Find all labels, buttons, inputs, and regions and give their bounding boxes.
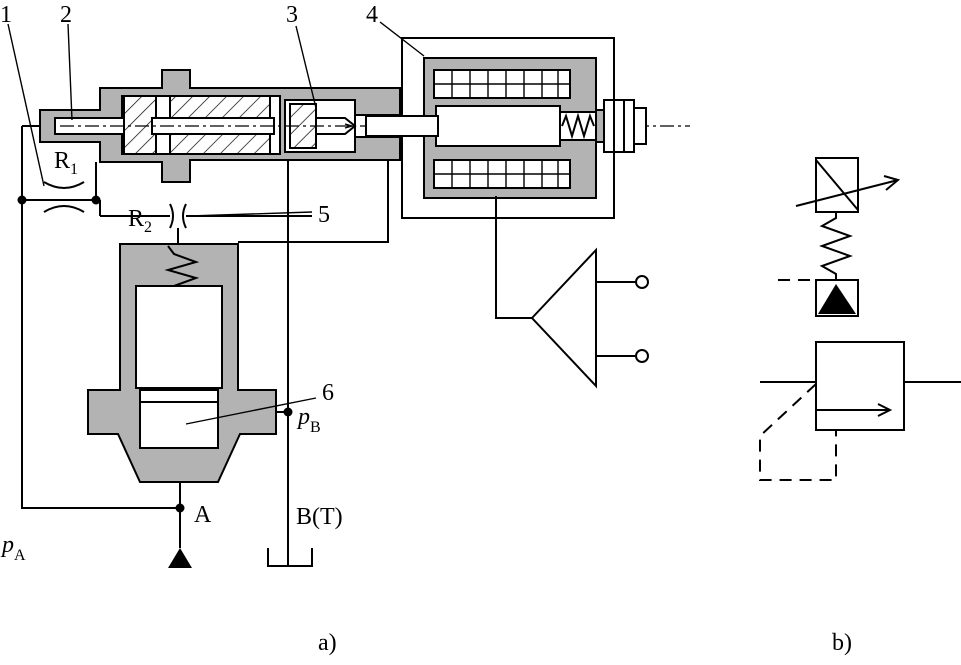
pressure-source-triangle: [168, 548, 192, 568]
label-2: 2: [60, 2, 72, 28]
label-pb: pB: [296, 404, 321, 436]
label-r2-sub: 2: [144, 219, 152, 236]
caption-b: b): [832, 630, 852, 656]
hydraulic-lines: [21, 125, 389, 568]
label-pa-sub: A: [14, 547, 26, 564]
pilot-line-dashed: [759, 383, 837, 481]
figure-b-symbol: [759, 157, 961, 481]
label-port-a: A: [194, 502, 212, 528]
label-r1: R1: [54, 148, 78, 178]
spring-symbol: [819, 212, 853, 280]
figure-a-valve: 1 2 3 4 5 6 R1 R2 pB pA A B(T): [0, 2, 690, 568]
pilot-triangle: [818, 284, 856, 314]
label-pa: pA: [0, 532, 26, 564]
label-pb-sub: B: [310, 419, 321, 436]
variable-arrow: [795, 179, 899, 207]
label-1: 1: [0, 2, 12, 28]
label-3: 3: [286, 2, 298, 28]
label-port-b: B(T): [296, 504, 343, 530]
label-pa-main: p: [0, 532, 14, 558]
input-terminal-upper: [635, 275, 649, 289]
label-r1-sub: 1: [70, 161, 78, 178]
caption-a: a): [318, 630, 337, 656]
label-r1-main: R: [54, 148, 70, 174]
valve-block-symbol: [815, 341, 905, 431]
leader-lines: [7, 21, 425, 425]
amplifier: [495, 196, 649, 389]
junction-dots: [17, 195, 293, 513]
proportional-solenoid: [365, 37, 647, 219]
label-5: 5: [318, 202, 330, 228]
label-6: 6: [322, 380, 334, 406]
label-r2-main: R: [128, 206, 144, 232]
input-terminal-lower: [635, 349, 649, 363]
coil-windings: [434, 70, 570, 188]
label-r2: R2: [128, 206, 152, 236]
main-valve-body: [87, 243, 277, 483]
label-pb-main: p: [296, 404, 310, 430]
label-4: 4: [366, 2, 378, 28]
